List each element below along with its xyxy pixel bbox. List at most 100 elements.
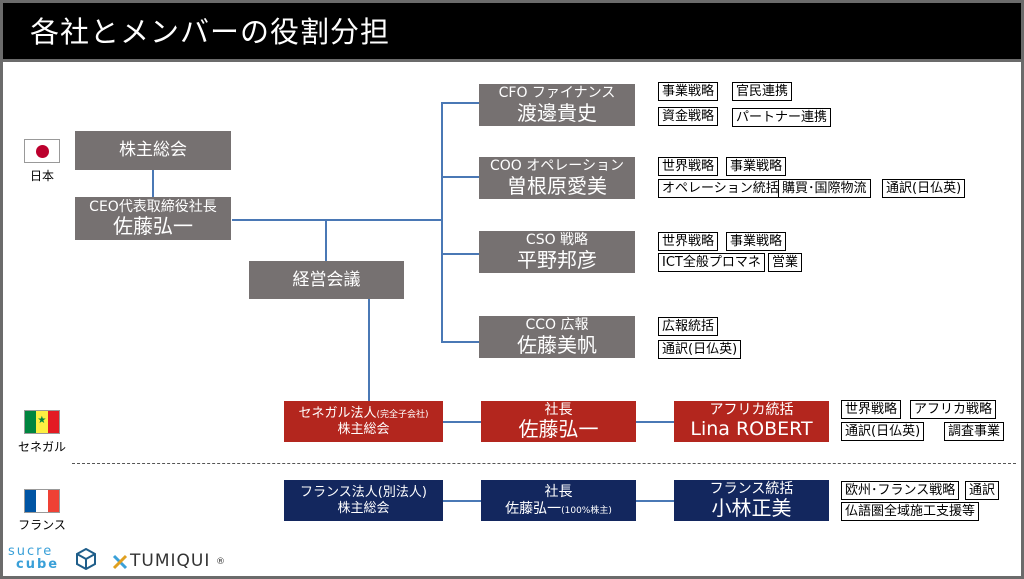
senegal-flag: ★ xyxy=(24,410,60,434)
cso-tag: 事業戦略 xyxy=(726,232,787,251)
japan-shareholders-label: 株主総会 xyxy=(119,140,187,161)
senegal-entity-name: セネガル法人(完全子会社) xyxy=(298,406,428,422)
japan-shareholders-box: 株主総会 xyxy=(75,131,231,170)
cco-box: CCO 広報 佐藤美帆 xyxy=(479,316,635,358)
ceo-name: 佐藤弘一 xyxy=(113,214,193,239)
cfo-tag: 官民連携 xyxy=(732,82,793,101)
connector-fr-1 xyxy=(443,500,481,502)
connector-exec-vertical xyxy=(441,102,443,343)
france-lead-name: 小林正美 xyxy=(711,496,792,521)
cco-role: CCO 広報 xyxy=(525,317,589,334)
coo-tag: 事業戦略 xyxy=(726,157,787,176)
header-bar xyxy=(0,0,1024,62)
coo-tag: 購買･国際物流 xyxy=(778,179,871,198)
france-lead-role: フランス統括 xyxy=(709,480,794,497)
france-lead-box: フランス統括 小林正美 xyxy=(674,480,829,521)
coo-tag: 世界戦略 xyxy=(658,157,719,176)
cfo-tag: パートナー連携 xyxy=(732,108,832,127)
cco-tag: 通訳(日仏英) xyxy=(658,340,742,359)
cso-tag: ICT全般プロマネ xyxy=(658,253,765,272)
japan-flag-disc xyxy=(36,145,49,158)
cso-tag: 世界戦略 xyxy=(658,232,719,251)
region-divider xyxy=(72,463,1016,464)
cso-box: CSO 戦略 平野邦彦 xyxy=(479,231,635,273)
france-president-line: 佐藤弘一(100%株主) xyxy=(505,501,612,518)
france-president-name: 佐藤弘一 xyxy=(505,500,562,517)
ceo-box: CEO代表取締役社長 佐藤弘一 xyxy=(75,197,231,240)
senegal-tag: 世界戦略 xyxy=(841,400,902,419)
cco-name: 佐藤美帆 xyxy=(517,332,597,357)
cso-tag: 営業 xyxy=(768,253,803,272)
connector-coo xyxy=(441,176,479,178)
board-box: 経営会議 xyxy=(249,261,404,299)
cco-tag: 広報統括 xyxy=(658,317,719,336)
senegal-flag-red xyxy=(47,411,59,433)
france-president-note: (100%株主) xyxy=(561,505,612,516)
connector-sn-2 xyxy=(636,421,674,423)
france-tag: 欧州･フランス戦略 xyxy=(841,481,960,500)
japan-flag xyxy=(24,139,60,163)
coo-role: COO オペレーション xyxy=(490,158,624,175)
sucre-logo-text-top: sucre xyxy=(8,544,54,559)
france-flag xyxy=(24,489,60,513)
senegal-tag: アフリカ戦略 xyxy=(910,400,997,419)
senegal-tag: 調査事業 xyxy=(944,422,1005,441)
country-label-senegal: セネガル xyxy=(17,440,66,454)
sucre-cube-logo: sucre cube xyxy=(8,545,98,573)
france-flag-blue xyxy=(25,490,37,512)
senegal-lead-name: Lina ROBERT xyxy=(690,417,813,440)
coo-tag: 通訳(日仏英) xyxy=(882,179,966,198)
coo-box: COO オペレーション 曽根原愛美 xyxy=(479,157,635,199)
slide-frame xyxy=(0,62,1024,579)
tumiqui-logo-text: TUMIQUI xyxy=(130,551,211,571)
france-flag-red xyxy=(47,490,59,512)
coo-name: 曽根原愛美 xyxy=(507,173,607,198)
connector-cco xyxy=(441,341,479,343)
senegal-flag-yellow: ★ xyxy=(36,411,48,433)
cfo-role: CFO ファイナンス xyxy=(498,85,616,102)
cfo-box: CFO ファイナンス 渡邊貴史 xyxy=(479,84,635,126)
senegal-flag-green xyxy=(25,411,37,433)
france-entity-label: フランス法人(別法人) xyxy=(300,484,427,500)
registered-mark-icon: ® xyxy=(216,557,225,567)
senegal-entity-box: セネガル法人(完全子会社) 株主総会 xyxy=(284,401,443,442)
cso-name: 平野邦彦 xyxy=(517,247,597,272)
country-label-france: フランス xyxy=(18,518,66,532)
cube-icon xyxy=(76,548,96,570)
connector-sn-1 xyxy=(443,421,481,423)
tumiqui-logo: TUMIQUI ® xyxy=(112,551,232,573)
senegal-flag-star-icon: ★ xyxy=(37,415,47,426)
senegal-president-role: 社長 xyxy=(544,401,573,418)
france-president-box: 社長 佐藤弘一(100%株主) xyxy=(481,480,636,521)
connector-ceo-trunk xyxy=(232,219,442,221)
france-tag: 仏語圏全域施工支援等 xyxy=(841,502,980,521)
senegal-lead-box: アフリカ統括 Lina ROBERT xyxy=(674,401,829,442)
senegal-shareholders: 株主総会 xyxy=(337,421,390,437)
cfo-name: 渡邊貴史 xyxy=(517,100,597,125)
senegal-lead-role: アフリカ統括 xyxy=(709,402,794,419)
cfo-tag: 資金戦略 xyxy=(658,107,719,126)
france-entity-box: フランス法人(別法人) 株主総会 xyxy=(284,480,443,521)
senegal-president-name: 佐藤弘一 xyxy=(518,417,599,442)
cfo-tag: 事業戦略 xyxy=(658,82,719,101)
connector-cfo xyxy=(441,102,479,104)
ceo-role: CEO代表取締役社長 xyxy=(89,198,217,215)
senegal-entity-label: セネガル法人 xyxy=(298,405,377,421)
sucre-logo-text-bottom: cube xyxy=(16,557,60,572)
cso-role: CSO 戦略 xyxy=(525,232,589,249)
france-president-role: 社長 xyxy=(544,483,573,500)
tumiqui-mark-icon xyxy=(112,554,128,570)
france-tag: 通訳 xyxy=(965,481,1000,500)
senegal-president-box: 社長 佐藤弘一 xyxy=(481,401,636,442)
connector-board-senegal xyxy=(368,297,370,401)
country-label-japan: 日本 xyxy=(29,169,54,183)
senegal-entity-note: (完全子会社) xyxy=(376,409,429,420)
coo-tag: オペレーション統括 xyxy=(658,179,783,198)
france-shareholders: 株主総会 xyxy=(337,500,390,516)
board-label: 経営会議 xyxy=(292,269,361,290)
france-flag-white xyxy=(36,490,48,512)
connector-fr-2 xyxy=(636,500,674,502)
page-title: 各社とメンバーの役割分担 xyxy=(30,15,391,49)
connector-shareholders-ceo xyxy=(152,170,154,197)
connector-cso xyxy=(441,253,479,255)
